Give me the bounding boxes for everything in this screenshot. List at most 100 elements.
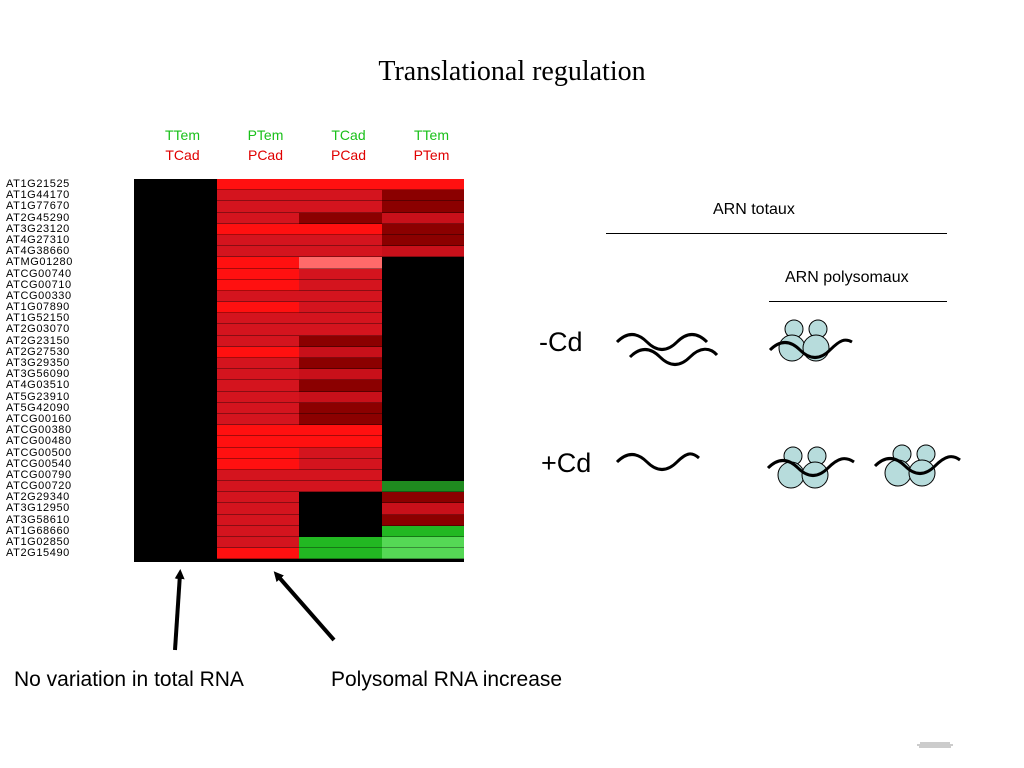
heatmap-cell bbox=[299, 179, 382, 191]
caption-polysomal-rna: Polysomal RNA increase bbox=[331, 668, 563, 691]
heatmap-cell bbox=[134, 514, 217, 526]
heatmap-cell bbox=[381, 425, 464, 437]
gene-label: AT2G03070 bbox=[6, 323, 70, 336]
plus-cd-free-mrna-icon bbox=[615, 452, 700, 471]
heatmap-cell bbox=[299, 425, 382, 437]
heatmap-row bbox=[134, 492, 464, 504]
heatmap-cell bbox=[216, 548, 299, 560]
gene-label: AT4G03510 bbox=[6, 379, 70, 392]
heatmap-row bbox=[134, 369, 464, 381]
heatmap-cell bbox=[381, 212, 464, 224]
gene-label: ATCG00540 bbox=[6, 457, 72, 470]
heatmap-cell bbox=[299, 246, 382, 258]
heatmap-cell bbox=[134, 402, 217, 414]
heatmap-cell bbox=[134, 492, 217, 504]
heatmap-cell bbox=[381, 201, 464, 213]
heatmap-cell bbox=[299, 402, 382, 414]
heatmap-row bbox=[134, 223, 464, 235]
heatmap-cell bbox=[381, 380, 464, 392]
arrow-total-rna bbox=[173, 569, 185, 651]
heatmap-cell bbox=[134, 481, 217, 493]
heatmap-row bbox=[134, 201, 464, 213]
heatmap-row bbox=[134, 324, 464, 336]
heatmap-cell bbox=[216, 402, 299, 414]
heatmap-cell bbox=[134, 458, 217, 470]
heatmap-row bbox=[134, 302, 464, 314]
gene-label: ATCG00330 bbox=[6, 289, 72, 302]
heatmap-cell bbox=[216, 346, 299, 358]
heatmap-cell bbox=[134, 234, 217, 247]
gene-label: AT1G07890 bbox=[6, 301, 70, 314]
heatmap-cell bbox=[216, 257, 299, 269]
heatmap-cell bbox=[381, 391, 464, 403]
heatmap-cell bbox=[216, 335, 299, 347]
heatmap-row bbox=[134, 190, 464, 202]
heatmap-cell bbox=[216, 246, 299, 258]
heatmap-cell bbox=[299, 525, 382, 537]
heatmap-cell bbox=[381, 514, 464, 526]
heatmap-cell bbox=[216, 223, 299, 235]
gene-label: AT3G58610 bbox=[6, 513, 70, 526]
heatmap-cell bbox=[216, 425, 299, 437]
heatmap-cell bbox=[381, 458, 464, 470]
heatmap-cell bbox=[299, 537, 382, 549]
heatmap-cell bbox=[299, 481, 382, 493]
gene-label: AT1G77670 bbox=[6, 200, 70, 213]
heatmap-row bbox=[134, 335, 464, 347]
heatmap-cell bbox=[299, 234, 382, 247]
heatmap-cell bbox=[381, 548, 464, 560]
heatmap-cell bbox=[381, 313, 464, 325]
column-header-4-top: TTem bbox=[414, 127, 449, 143]
gene-label: AT2G23150 bbox=[6, 334, 70, 347]
heatmap-cell bbox=[216, 302, 299, 314]
heatmap-cell bbox=[381, 234, 464, 247]
gene-label: AT1G68660 bbox=[6, 524, 70, 537]
heatmap-row bbox=[134, 212, 464, 224]
heatmap-cell bbox=[381, 492, 464, 504]
column-header-3: TCad PCad bbox=[307, 125, 390, 165]
heatmap-cell bbox=[216, 324, 299, 336]
heatmap-cell bbox=[216, 413, 299, 426]
heatmap-cell bbox=[134, 212, 217, 224]
gene-label: ATCG00380 bbox=[6, 424, 72, 437]
heatmap-cell bbox=[134, 324, 217, 336]
heatmap-cell bbox=[134, 302, 217, 314]
gene-label: AT2G15490 bbox=[6, 547, 70, 560]
heatmap-cell bbox=[134, 525, 217, 537]
heatmap-cell bbox=[299, 447, 382, 459]
heatmap-cell bbox=[134, 503, 217, 515]
heatmap-row bbox=[134, 234, 464, 247]
polysomal-rna-line bbox=[769, 301, 947, 302]
heatmap-cell bbox=[134, 179, 217, 191]
heatmap-cell bbox=[381, 190, 464, 202]
heatmap-cell bbox=[216, 436, 299, 448]
column-header-2-bottom: PCad bbox=[247, 147, 284, 163]
heatmap-cell bbox=[299, 279, 382, 291]
heatmap-cell bbox=[134, 313, 217, 325]
heatmap-row bbox=[134, 413, 464, 426]
gene-label: AT2G29340 bbox=[6, 491, 70, 504]
heatmap-row bbox=[134, 279, 464, 291]
heatmap-cell bbox=[381, 324, 464, 336]
arrow-polysomal-rna bbox=[273, 571, 336, 642]
heatmap-cell bbox=[381, 537, 464, 549]
heatmap-cell bbox=[381, 481, 464, 493]
heatmap-cell bbox=[216, 537, 299, 549]
heatmap-cell bbox=[381, 223, 464, 235]
heatmap-cell bbox=[381, 302, 464, 314]
heatmap-cell bbox=[381, 279, 464, 291]
heatmap-cell bbox=[299, 514, 382, 526]
heatmap-cell bbox=[299, 413, 382, 426]
heatmap-row bbox=[134, 481, 464, 493]
plus-cd-label: +Cd bbox=[541, 448, 592, 478]
heatmap-cell bbox=[299, 313, 382, 325]
heatmap-cell bbox=[216, 179, 299, 191]
heatmap-cell bbox=[381, 268, 464, 280]
heatmap-row bbox=[134, 268, 464, 280]
heatmap-cell bbox=[381, 436, 464, 448]
heatmap-cell bbox=[299, 346, 382, 358]
gene-label: AT3G12950 bbox=[6, 502, 70, 515]
polysomal-rna-label: ARN polysomaux bbox=[785, 269, 909, 286]
gene-label: ATCG00720 bbox=[6, 480, 72, 493]
